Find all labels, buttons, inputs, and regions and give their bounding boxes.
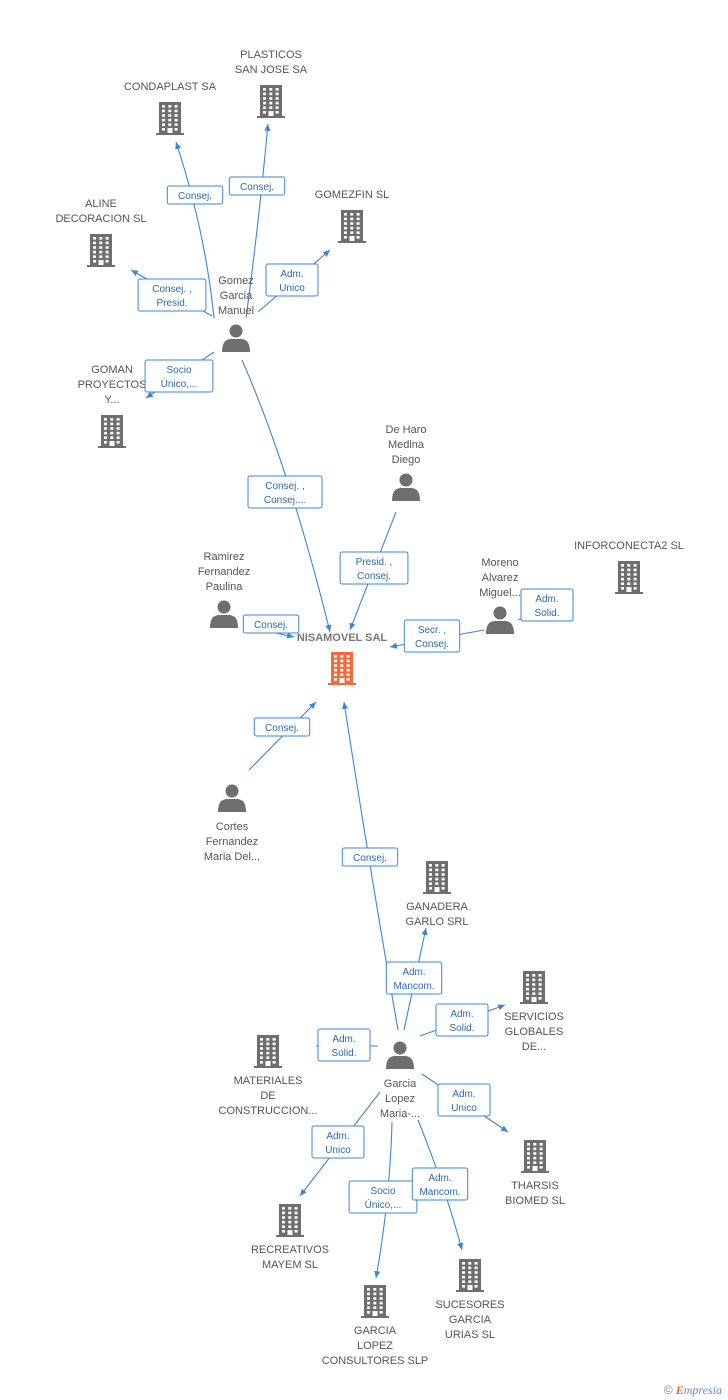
inforconecta-label: INFORCONECTA2 SL [574, 540, 684, 552]
aline-building-icon[interactable] [87, 234, 115, 267]
brand-initial: E [675, 1383, 684, 1397]
garcia-person-icon[interactable] [386, 1041, 414, 1070]
center-company-name: NISAMOVEL SAL [297, 632, 388, 644]
edge-label-garcia-recreativos[interactable]: Adm.Unico [311, 1125, 365, 1159]
edge-label-gomez-condaplast[interactable]: Consej. [166, 185, 224, 205]
svg-text:Secr. ,Consej.: Secr. ,Consej. [415, 625, 449, 650]
svg-text:Consej.: Consej. [254, 620, 288, 631]
edge-label-garcia-servicios[interactable]: Adm.Solid. [435, 1003, 489, 1037]
edge-label-gomez-center[interactable]: Consej. ,Consej.... [247, 475, 323, 509]
empresia-watermark: ©Empresia [664, 1383, 722, 1398]
edge-label-deharo-center[interactable]: Presid. ,Consej. [339, 551, 409, 585]
gomez-person-icon[interactable] [222, 324, 250, 353]
svg-text:Adm.Unico: Adm.Unico [279, 269, 305, 294]
tharsis-building-icon[interactable] [521, 1140, 549, 1173]
svg-text:Consej. ,Presid.: Consej. ,Presid. [152, 284, 191, 309]
svg-text:Adm.Mancom.: Adm.Mancom. [393, 967, 434, 992]
edge-label-gomez-plasticos[interactable]: Consej. [228, 176, 286, 196]
svg-text:Adm.Mancom.: Adm.Mancom. [419, 1173, 460, 1198]
edge-label-garcia-sucesores[interactable]: Adm.Mancom. [411, 1167, 469, 1201]
edge-label-gomez-aline[interactable]: Consej. ,Presid. [137, 278, 207, 312]
cortes-person-icon[interactable] [218, 784, 246, 813]
svg-text:Consej. ,Consej....: Consej. ,Consej.... [264, 481, 306, 506]
sucesores-building-icon[interactable] [456, 1259, 484, 1292]
edge-label-cortes-center[interactable]: Consej. [253, 717, 311, 737]
edge-label-moreno-inforconecta[interactable]: Adm.Solid. [520, 588, 574, 622]
svg-text:Consej.: Consej. [178, 191, 212, 202]
svg-text:Adm.Solid.: Adm.Solid. [331, 1034, 356, 1059]
edge-label-moreno-center[interactable]: Secr. ,Consej. [403, 619, 461, 653]
edge-label-garcia-materiales[interactable]: Adm.Solid. [317, 1028, 371, 1062]
garcialopez-building-icon[interactable] [361, 1285, 389, 1318]
edge-gomez-plasticos [245, 123, 271, 319]
svg-text:Adm.Solid.: Adm.Solid. [534, 594, 559, 619]
edge-label-ramirez-center[interactable]: Consej. [242, 614, 300, 634]
recreativos-building-icon[interactable] [276, 1204, 304, 1237]
svg-text:Presid. ,Consej.: Presid. ,Consej. [356, 557, 393, 582]
gomezfin-building-icon[interactable] [338, 210, 366, 243]
svg-text:Consej.: Consej. [265, 723, 299, 734]
copyright-symbol: © [663, 1383, 673, 1397]
materiales-building-icon[interactable] [254, 1035, 282, 1068]
edge-label-gomez-gomezfin[interactable]: Adm.Unico [265, 263, 319, 297]
edge-label-garcia-ganadera[interactable]: Adm.Mancom. [385, 961, 443, 995]
gomezfin-label: GOMEZFIN SL [315, 189, 390, 201]
svg-text:Adm.Unico: Adm.Unico [325, 1131, 351, 1156]
svg-text:Adm.Unico: Adm.Unico [451, 1089, 477, 1114]
goman-building-icon[interactable] [98, 415, 126, 448]
ganadera-building-icon[interactable] [423, 861, 451, 894]
edge-gomez-condaplast [175, 141, 215, 319]
svg-text:Consej.: Consej. [353, 853, 387, 864]
edge-label-garcia-tharsis[interactable]: Adm.Unico [437, 1083, 491, 1117]
brand-name: mpresia [683, 1383, 722, 1397]
ramirez-person-icon[interactable] [210, 600, 238, 629]
inforconecta-building-icon[interactable] [615, 561, 643, 594]
svg-text:Consej.: Consej. [240, 182, 274, 193]
deharo-person-icon[interactable] [392, 473, 420, 502]
servicios-building-icon[interactable] [520, 971, 548, 1004]
center-company-icon[interactable] [328, 652, 356, 685]
moreno-person-icon[interactable] [486, 606, 514, 635]
condaplast-label: CONDAPLAST SA [124, 81, 217, 93]
condaplast-building-icon[interactable] [156, 102, 184, 135]
plasticos-building-icon[interactable] [257, 85, 285, 118]
svg-text:Adm.Solid.: Adm.Solid. [449, 1009, 474, 1034]
edge-label-garcia-center[interactable]: Consej. [341, 847, 399, 867]
